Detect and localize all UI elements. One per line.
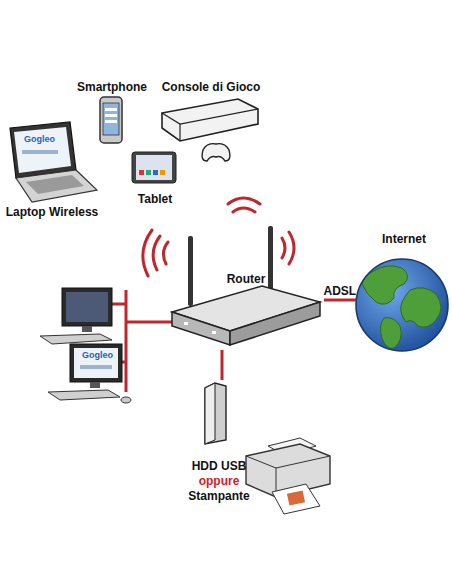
continent: [380, 318, 401, 349]
printed-sheet: [272, 484, 320, 514]
device-label: Stampante: [188, 489, 249, 504]
mouse: [121, 397, 131, 403]
hdd-front: [205, 383, 215, 444]
device-label: Laptop Wireless: [6, 205, 99, 220]
screen-logo: Gogleo: [82, 350, 113, 360]
keyboard: [40, 334, 112, 344]
phone-screen: [103, 103, 119, 135]
monitor-screen: [74, 348, 118, 378]
continent: [362, 266, 408, 305]
monitor-stand: [82, 326, 92, 332]
device-node: Tablet: [124, 148, 186, 208]
router-antenna: [188, 236, 193, 306]
phone-app: [105, 108, 117, 111]
wave-arc: [163, 242, 168, 264]
device-node: HDD USBoppureStampante: [176, 380, 262, 504]
keyboard: [48, 390, 120, 400]
device-label: Router: [227, 272, 266, 287]
lan-wire: [112, 303, 126, 306]
monitor-frame: [62, 288, 112, 326]
wave-arc: [233, 208, 255, 212]
screen-searchbar: [80, 365, 112, 369]
globe-icon: [356, 259, 448, 351]
router-side: [230, 302, 320, 345]
tablet-app: [139, 170, 144, 175]
laptop-lid: [10, 122, 76, 178]
wave-arc: [282, 238, 285, 258]
globe-outline: [356, 259, 448, 351]
continent: [401, 288, 441, 327]
device-label: Console di Gioco: [162, 80, 261, 95]
tablet-app: [146, 170, 151, 175]
screen-searchbar: [22, 150, 58, 154]
device-label: Smartphone: [77, 80, 147, 95]
console-edge: [179, 124, 180, 141]
tablet-body: [132, 152, 176, 183]
globe-ocean: [356, 259, 448, 351]
device-label: oppure: [199, 474, 240, 489]
lan-wire: [126, 321, 176, 324]
router-led: [184, 322, 188, 325]
console-icon: [162, 99, 258, 161]
wave-arc: [153, 236, 160, 270]
monitor-stand: [90, 382, 100, 388]
wave-arc: [228, 198, 260, 204]
router-antenna: [268, 226, 273, 294]
tablet-icon: [132, 152, 176, 183]
router-device: [172, 226, 320, 345]
device-label: HDD USB: [192, 459, 247, 474]
device-node: Internet: [356, 232, 452, 354]
tablet-screen: [136, 155, 172, 180]
phone-app: [105, 114, 117, 117]
laptop-keyboard: [26, 175, 84, 194]
device-node: Smartphone: [70, 80, 154, 150]
smartphone-icon: [100, 97, 122, 143]
phone-body: [100, 97, 122, 143]
hdd-body: [205, 383, 226, 444]
wave-arc: [143, 230, 152, 276]
router-led: [212, 331, 216, 334]
laptop-icon: [10, 122, 97, 202]
device-label: Tablet: [138, 192, 172, 207]
printed-photo: [287, 490, 305, 505]
router-front: [172, 312, 230, 345]
screen-logo: Gogleo: [24, 134, 55, 144]
console-edge: [162, 109, 258, 124]
phone-app: [105, 120, 117, 123]
printer-device: [246, 438, 330, 514]
network-cable: [324, 299, 356, 302]
hdd-device: [205, 383, 226, 444]
device-node: Router: [168, 272, 324, 350]
wave-arc: [289, 232, 294, 264]
link-label: ADSL: [324, 284, 357, 298]
device-node: Console di Gioco: [156, 80, 266, 164]
printer-edge: [246, 456, 330, 468]
network-cable: [221, 350, 224, 380]
game-controller: [202, 144, 230, 161]
monitor-frame: [70, 344, 122, 382]
laptop-base: [16, 170, 97, 202]
lan-wire: [122, 361, 126, 364]
tablet-app: [160, 170, 165, 175]
monitor-screen: [66, 292, 108, 322]
device-label: Internet: [382, 232, 426, 247]
console-body: [162, 99, 258, 141]
laptop-screen: [14, 127, 71, 173]
desktop-computers: [40, 288, 131, 403]
tablet-app: [153, 170, 158, 175]
